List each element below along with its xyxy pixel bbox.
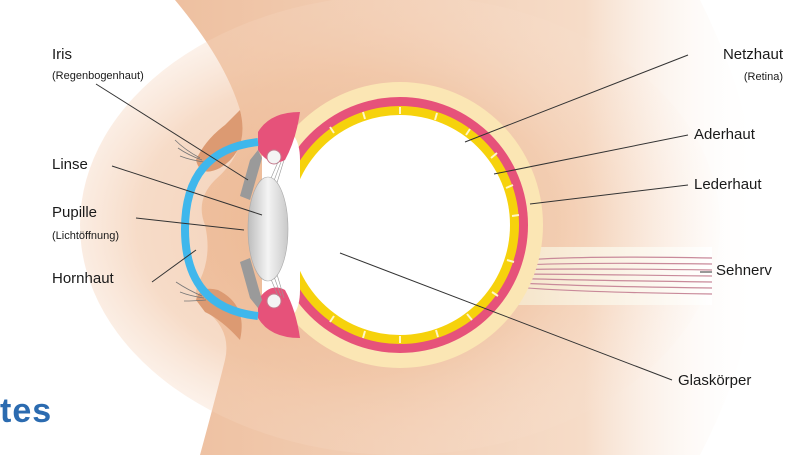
label-sehnerv: Sehnerv: [716, 262, 772, 280]
label-aderhaut: Aderhaut: [694, 126, 755, 144]
label-linse: Linse: [52, 156, 88, 174]
label-netzhaut-sub: (Retina): [744, 71, 783, 84]
label-hornhaut: Hornhaut: [52, 270, 114, 288]
label-lederhaut: Lederhaut: [694, 176, 762, 194]
label-netzhaut: Netzhaut: [723, 46, 783, 64]
label-glaskoerper: Glaskörper: [678, 372, 751, 390]
ciliary-muscle-lower: [267, 294, 281, 308]
lens: [248, 177, 288, 281]
brand-wordmark-fragment: tes: [0, 392, 52, 431]
label-pupille: Pupille: [52, 204, 97, 222]
label-pupille-sub: (Lichtöffnung): [52, 230, 119, 243]
vitreous-body: [290, 115, 510, 335]
label-iris: Iris: [52, 46, 72, 64]
label-iris-sub: (Regenbogenhaut): [52, 70, 144, 83]
ciliary-muscle-upper: [267, 150, 281, 164]
